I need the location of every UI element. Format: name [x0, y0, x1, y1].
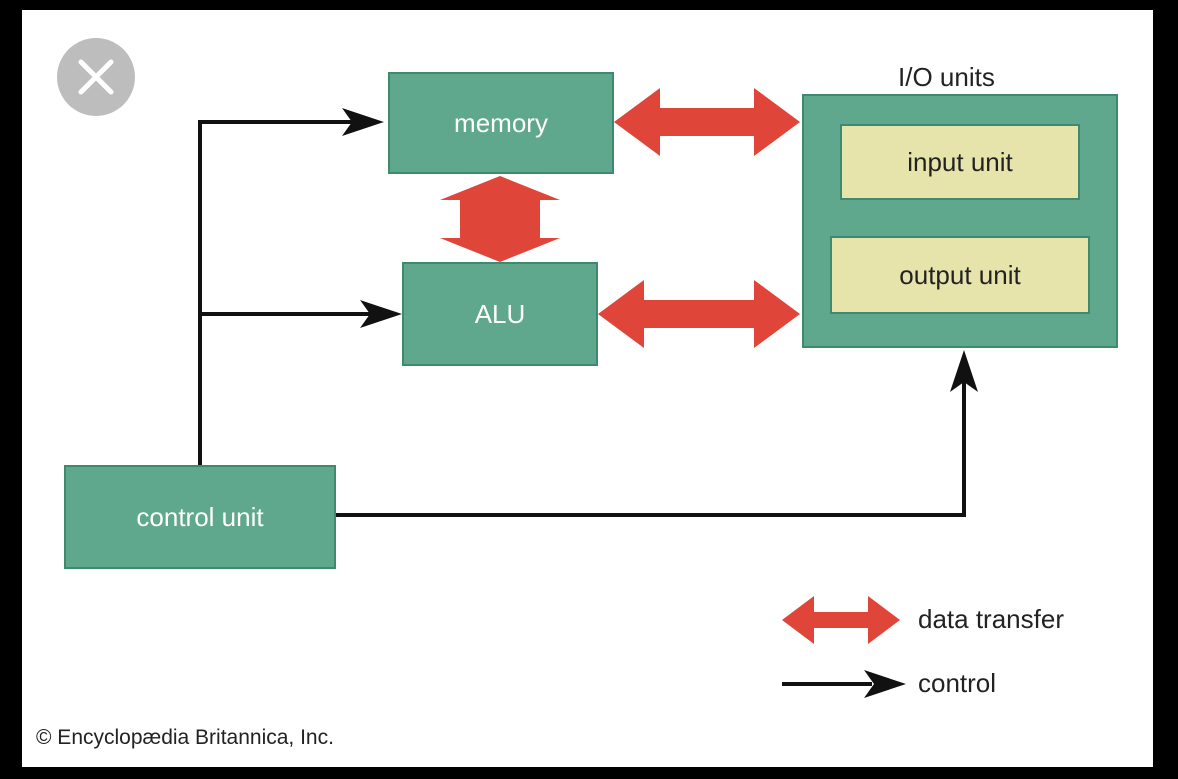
memory-label: memory [454, 107, 548, 138]
data-arrow-memory-io [614, 88, 800, 156]
control-line-to-io [335, 382, 966, 517]
control-unit-label: control unit [136, 501, 264, 532]
input-unit-box: input unit [840, 124, 1080, 200]
input-unit-label: input unit [907, 146, 1013, 177]
diagram-canvas: memory ALU control unit I/O units input … [22, 10, 1153, 767]
close-button[interactable] [57, 38, 135, 116]
alu-box: ALU [402, 262, 598, 366]
io-units-title: I/O units [898, 62, 995, 92]
control-arrowhead-alu [360, 300, 402, 328]
memory-box: memory [388, 72, 614, 174]
control-line-trunk [198, 120, 352, 465]
data-arrow-alu-io [598, 280, 800, 348]
copyright-text: © Encyclopædia Britannica, Inc. [36, 726, 334, 749]
output-unit-box: output unit [830, 236, 1090, 314]
diagram-connectors [198, 88, 978, 698]
control-arrowhead-io [950, 350, 978, 392]
output-unit-label: output unit [899, 259, 1021, 290]
legend-data-arrow [782, 596, 900, 644]
control-unit-box: control unit [64, 465, 336, 569]
control-arrowhead-memory [342, 108, 384, 136]
legend-control-arrowhead [864, 670, 906, 698]
legend-data-transfer-label: data transfer [918, 604, 1064, 634]
control-arrowheads [342, 108, 978, 392]
control-lines [198, 120, 966, 517]
data-arrow-memory-alu [440, 176, 560, 262]
close-icon [78, 59, 114, 95]
legend-control-label: control [918, 668, 997, 698]
alu-label: ALU [474, 298, 526, 329]
